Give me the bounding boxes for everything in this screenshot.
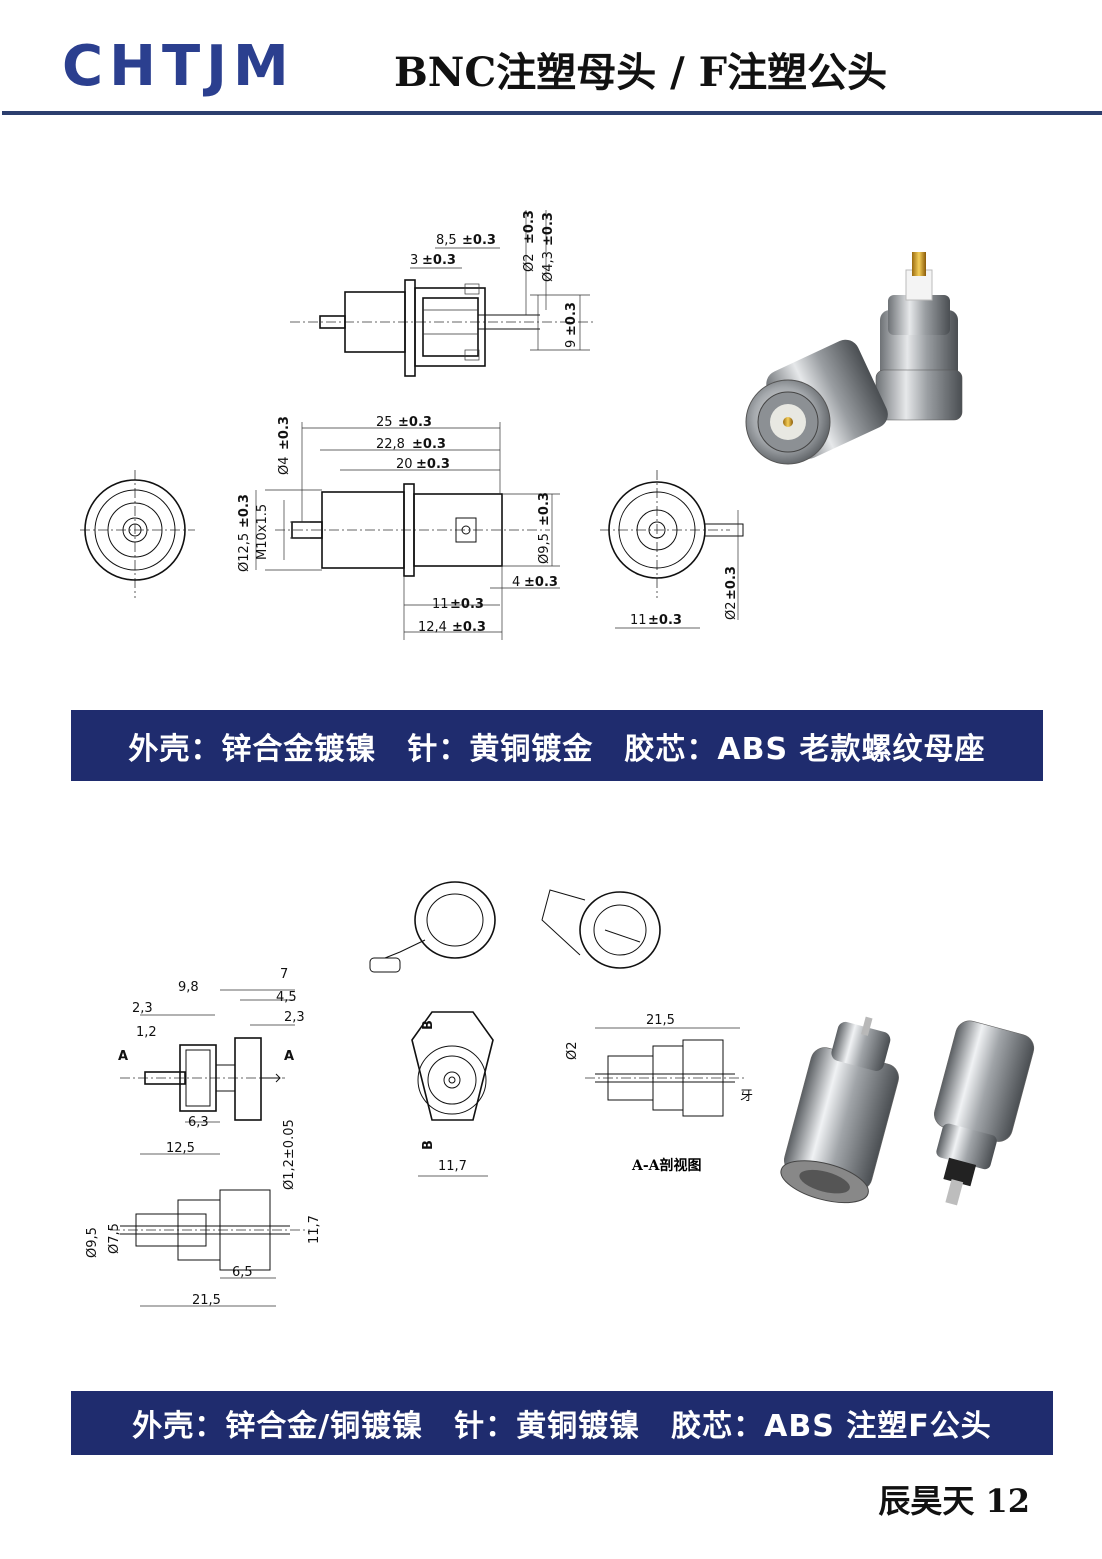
section-mark-b-bottom: B	[421, 1140, 436, 1150]
dim-2-3-left: 2,3	[132, 1001, 153, 1016]
tol-label: ±0.3	[277, 416, 292, 450]
dim-d2-section: Ø2	[565, 1041, 580, 1060]
tol-label: ±0.3	[524, 575, 558, 590]
dim-20: 20	[396, 457, 413, 472]
dim-7: 7	[280, 967, 288, 982]
f-lower-section: Ø1,2±0.05 Ø9,5 Ø7,5 11,7 6,5 21,5	[85, 1119, 322, 1308]
dim-4-5: 4,5	[276, 990, 297, 1005]
brand-logo: CHTJM	[62, 34, 295, 99]
tol-label: ±0.3	[412, 437, 446, 452]
dim-2-3-right: 2,3	[284, 1010, 305, 1025]
tol-label: ±0.3	[450, 597, 484, 612]
spec-banner-bnc: 外壳：锌合金镀镍 针：黄铜镀金 胶芯：ABS 老款螺纹母座	[71, 710, 1043, 781]
dim-d9-5-lower: Ø9,5	[85, 1227, 100, 1258]
section-caption: A-A剖视图	[631, 1157, 702, 1174]
tol-label: ±0.3	[648, 613, 682, 628]
dim-d2-rear: Ø2	[724, 601, 739, 620]
f-iso-sketch-1	[369, 881, 496, 973]
dim-11: 11	[432, 597, 449, 612]
dim-6-3: 6,3	[188, 1115, 209, 1130]
dim-d4: Ø4	[277, 456, 292, 475]
bnc-product-photo	[745, 252, 963, 465]
tol-label: ±0.3	[237, 494, 252, 528]
dim-d7-5: Ø7,5	[107, 1223, 122, 1254]
tol-label: ±0.3	[537, 492, 552, 526]
tol-label: ±0.3	[416, 457, 450, 472]
tol-label: ±0.3	[398, 415, 432, 430]
f-section-aa: 21,5 Ø2 牙 A-A剖视图	[565, 1013, 753, 1174]
dim-9: 9	[564, 340, 579, 348]
dim-8-5: 8,5	[436, 233, 457, 248]
bnc-technical-drawing: 8,5 ±0.3 3 ±0.3 Ø2 ±0.3 Ø4,3 ±0.3 9 ±0.3	[80, 210, 744, 640]
dim-12-4: 12,4	[418, 620, 447, 635]
tol-label: ±0.3	[452, 620, 486, 635]
dim-21-5-lower: 21,5	[192, 1293, 221, 1308]
dim-d9-5: Ø9,5	[537, 533, 552, 564]
dim-25: 25	[376, 415, 393, 430]
page-title: BNC注塑母头 / F注塑公头	[394, 49, 888, 96]
spec-banner-f: 外壳：锌合金/铜镀镍 针：黄铜镀镍 胶芯：ABS 注塑F公头	[71, 1391, 1053, 1455]
dim-6-5: 6,5	[232, 1265, 253, 1280]
thread-label: 牙	[740, 1089, 753, 1104]
f-connector-product-photo	[780, 1016, 1035, 1206]
dim-m10: M10x1.5	[255, 504, 270, 560]
dim-1-2: 1,2	[136, 1025, 157, 1040]
f-iso-sketch-2	[541, 889, 661, 969]
header-rule	[2, 111, 1102, 115]
dim-11-7-lower: 11,7	[307, 1215, 322, 1244]
dim-d12-5: Ø12,5	[237, 533, 252, 572]
dim-d2-top: Ø2	[522, 253, 537, 272]
tol-label: ±0.3	[522, 210, 537, 244]
dim-11-7-hex: 11,7	[438, 1159, 467, 1174]
tol-label: ±0.3	[724, 566, 739, 600]
dim-22-8: 22,8	[376, 437, 405, 452]
tol-label: ±0.3	[541, 212, 556, 246]
dim-3: 3	[410, 253, 418, 268]
tol-label: ±0.3	[422, 253, 456, 268]
dim-d1-2: Ø1,2±0.05	[282, 1119, 297, 1190]
tol-label: ±0.3	[462, 233, 496, 248]
section-mark-a-right: A	[284, 1049, 294, 1064]
dim-21-5-section: 21,5	[646, 1013, 675, 1028]
dim-d4-3: Ø4,3	[541, 251, 556, 282]
bnc-front-view-left	[80, 470, 195, 598]
bnc-rear-view-right: 11 ±0.3 Ø2 ±0.3	[600, 470, 744, 629]
f-hex-front-view: B B 11,7	[411, 1011, 494, 1177]
section-mark-a-left: A	[118, 1049, 128, 1064]
tol-label: ±0.3	[564, 302, 579, 336]
f-connector-technical-drawing: 9,8 7 4,5 2,3 2,3 1,2 A A 6,3 12,5 B B 1…	[85, 881, 753, 1308]
f-side-view: 9,8 7 4,5 2,3 2,3 1,2 A A 6,3 12,5	[118, 967, 305, 1156]
page-footer: 辰昊天 12	[878, 1482, 1030, 1520]
dim-4: 4	[512, 575, 520, 590]
bnc-side-view-main: 25 ±0.3 22,8 ±0.3 20 ±0.3 Ø4 ±0.3 Ø12,5 …	[237, 415, 560, 640]
bnc-side-view-top: 8,5 ±0.3 3 ±0.3 Ø2 ±0.3 Ø4,3 ±0.3 9 ±0.3	[290, 210, 595, 377]
dim-11-rear: 11	[630, 613, 647, 628]
dim-12-5: 12,5	[166, 1141, 195, 1156]
dim-9-8: 9,8	[178, 980, 199, 995]
section-mark-b-top: B	[421, 1020, 436, 1030]
